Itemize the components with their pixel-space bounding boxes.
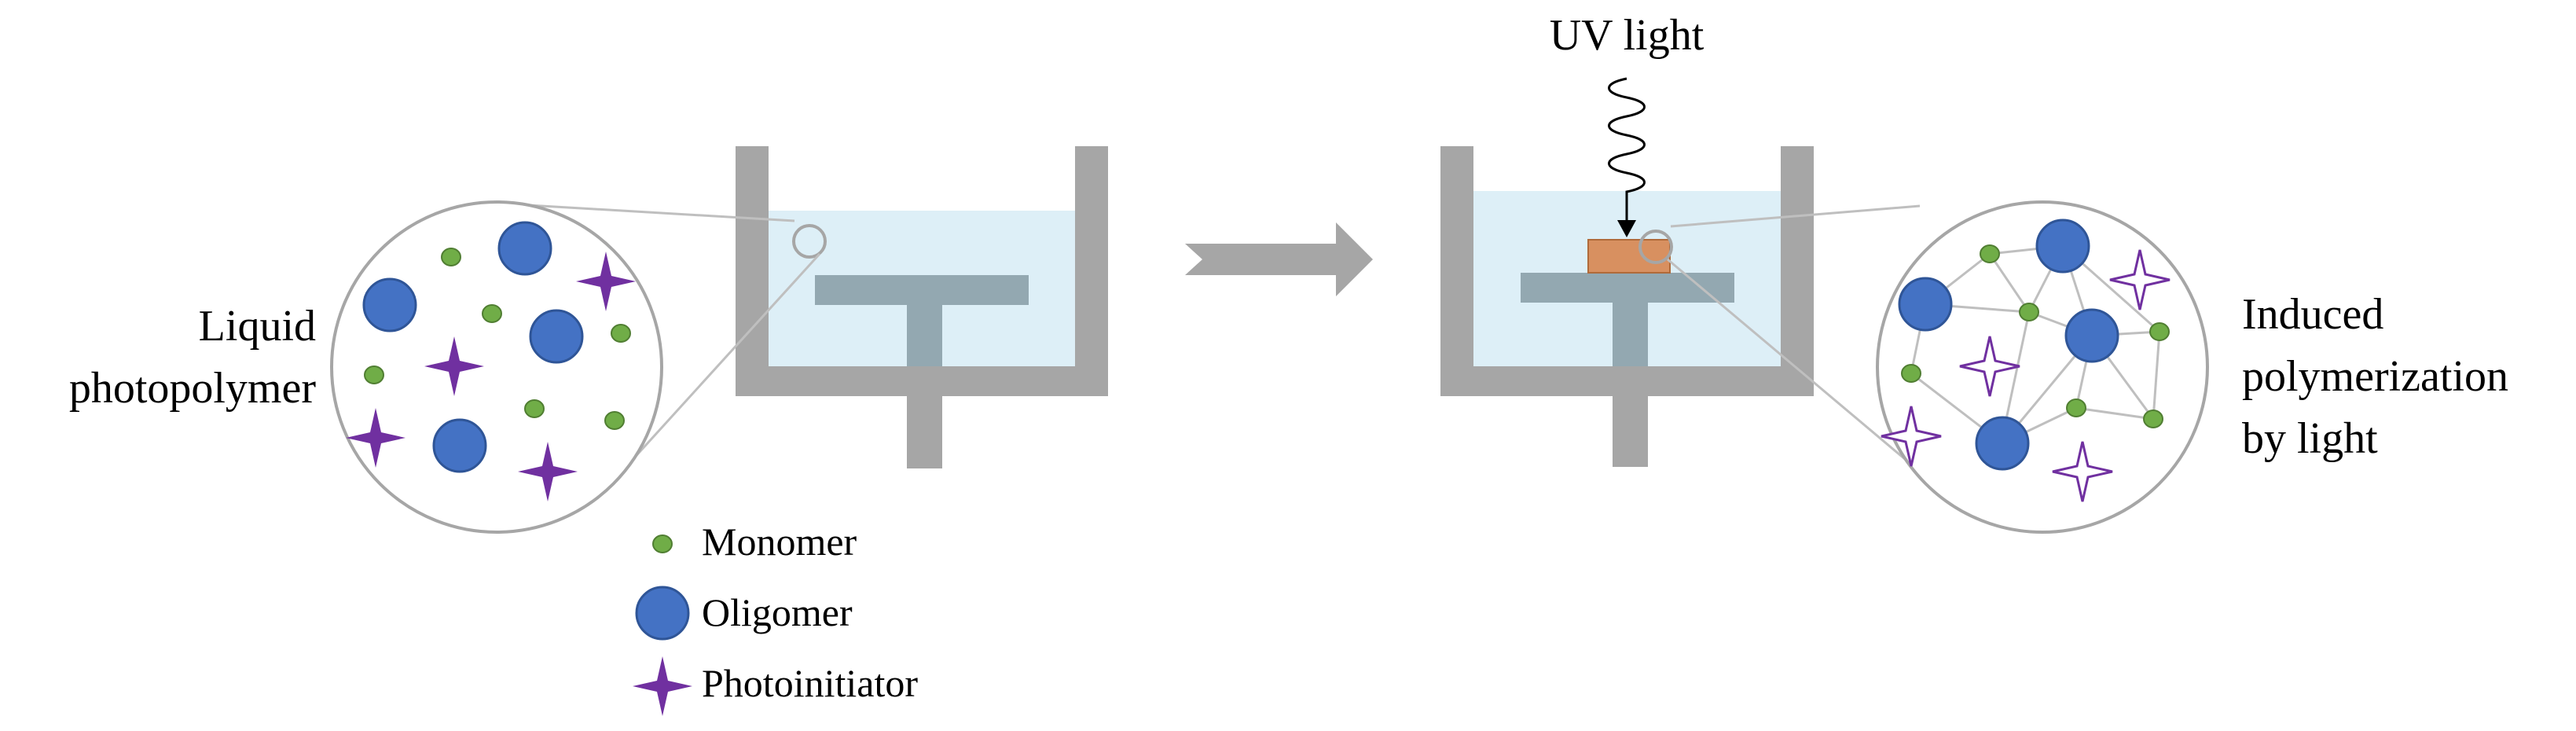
legend-label-photoinitiator: Photoinitiator — [702, 661, 918, 705]
left-vat-stem — [907, 396, 942, 468]
left-zoom-line-bottom — [622, 252, 821, 472]
left-zoom-line-top — [527, 204, 795, 222]
right-build-platform — [1521, 273, 1734, 303]
right-vat — [1440, 146, 1921, 473]
uv-wave-icon — [1608, 77, 1646, 222]
monomer — [482, 304, 502, 323]
legend-label-oligomer: Oligomer — [702, 590, 853, 634]
left-vat-floor — [736, 366, 1108, 396]
photoinitiator — [518, 442, 578, 501]
monomer — [364, 366, 384, 384]
monomer — [2149, 322, 2170, 341]
uv-arrowhead-icon — [1617, 220, 1636, 237]
right-magnified-view — [1876, 200, 2209, 534]
liquid-photopolymer-label-line1: Liquid — [199, 302, 316, 351]
monomer — [2066, 399, 2086, 417]
legend-label-monomer: Monomer — [702, 520, 857, 564]
monomer — [2019, 303, 2039, 321]
induced-polymerization-label-line3: by light — [2242, 414, 2378, 463]
oligomer — [1975, 416, 2030, 471]
left-magnify-marker — [792, 224, 827, 259]
oligomer — [529, 309, 584, 364]
right-magnifier-circle — [1876, 200, 2209, 534]
induced-polymerization-label-line2: polymerization — [2242, 352, 2508, 401]
process-arrow-icon — [1185, 222, 1373, 296]
photoinitiator — [1959, 336, 2020, 397]
right-vat-wall-left — [1440, 146, 1473, 396]
uv-light: UV light — [1550, 11, 1704, 237]
oligomer — [1898, 277, 1953, 332]
monomer — [604, 411, 625, 430]
oligomer — [497, 221, 552, 276]
legend: Monomer Oligomer Photoinitiator — [633, 520, 918, 716]
uv-light-label: UV light — [1550, 11, 1704, 60]
right-zoom-line-bottom — [1667, 258, 1921, 473]
right-vat-stem — [1613, 396, 1648, 467]
right-vat-wall-right — [1781, 146, 1814, 396]
left-vat-wall-left — [736, 146, 769, 396]
photoinitiator — [576, 252, 636, 311]
left-build-platform-stem — [907, 305, 942, 366]
right-zoom-line-top — [1670, 204, 1921, 228]
left-vat — [527, 146, 1108, 472]
oligomer — [2035, 219, 2090, 274]
left-magnifier-circle — [330, 200, 663, 534]
bond — [1988, 253, 2031, 313]
monomer — [1980, 244, 2000, 263]
monomer — [524, 399, 545, 418]
photoinitiator — [2052, 441, 2113, 502]
bond — [2152, 331, 2161, 420]
photoinitiator — [1881, 406, 1942, 467]
right-build-platform-stem — [1613, 303, 1648, 366]
oligomer — [432, 418, 487, 473]
monomer-dot-icon — [652, 534, 673, 553]
monomer — [611, 324, 631, 343]
liquid-photopolymer-label-line2: photopolymer — [69, 364, 317, 413]
left-build-platform — [815, 275, 1029, 305]
oligomer — [2064, 308, 2119, 363]
right-vat-floor — [1440, 366, 1814, 396]
photoinitiator — [424, 336, 484, 396]
oligomer-circle-icon — [635, 586, 690, 641]
induced-polymerization-label-line1: Induced — [2242, 290, 2383, 339]
left-magnified-view — [330, 200, 663, 534]
photoinitiator — [2109, 249, 2171, 310]
monomer — [441, 248, 461, 266]
monomer — [2143, 410, 2163, 428]
left-vat-wall-right — [1075, 146, 1108, 396]
photoinitiator — [346, 408, 405, 468]
bond — [2075, 406, 2154, 421]
monomer — [1901, 364, 1921, 383]
oligomer — [362, 277, 417, 332]
cured-part — [1587, 239, 1671, 274]
photoinitiator-star-icon — [633, 656, 692, 716]
right-magnify-marker — [1638, 230, 1673, 264]
